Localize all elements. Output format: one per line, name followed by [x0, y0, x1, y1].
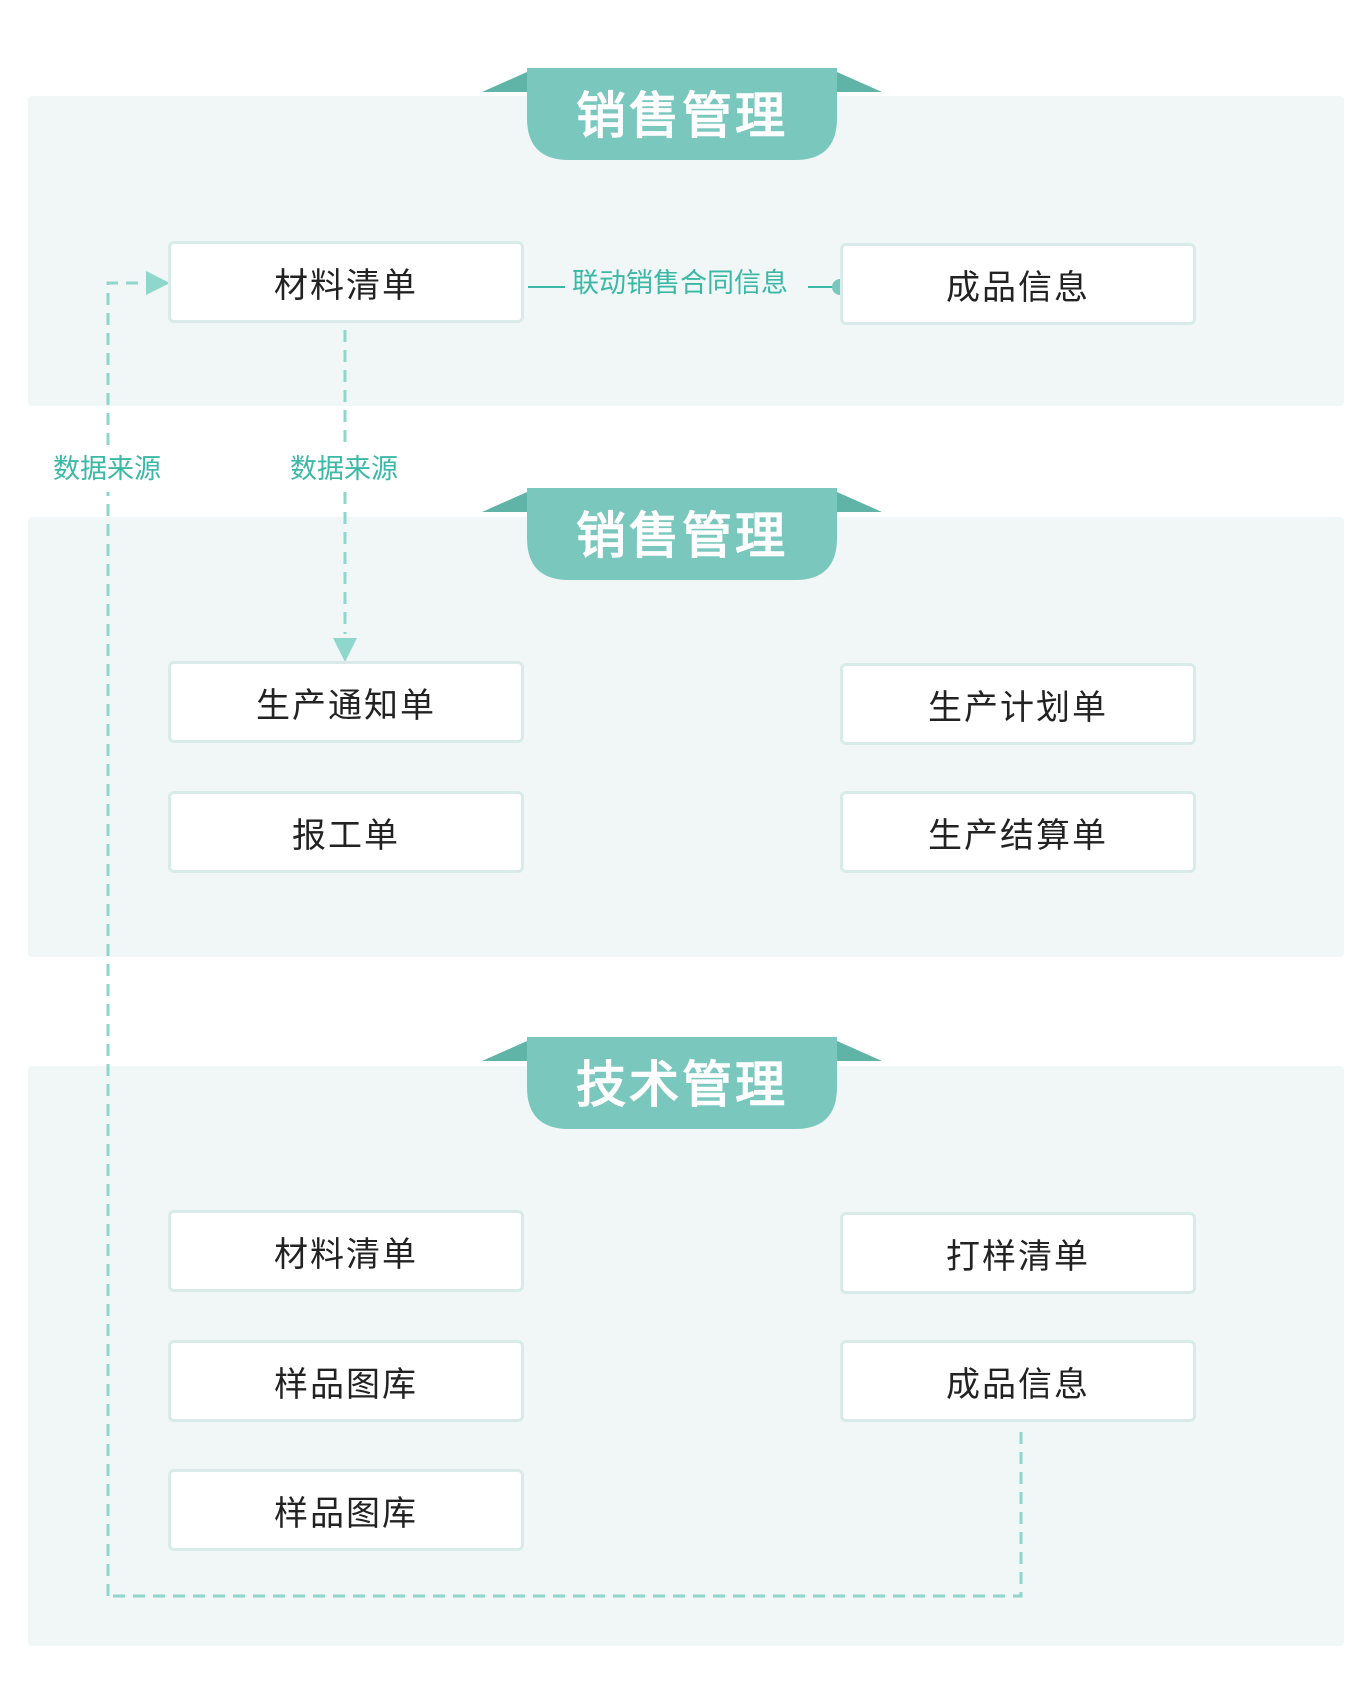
section-title: 技术管理 [576, 1056, 788, 1114]
section-banner-sales-middle: 销售管理 [482, 482, 882, 582]
box-sample-gallery[interactable]: 样品图库 [168, 1340, 524, 1422]
box-production-plan[interactable]: 生产计划单 [840, 663, 1196, 745]
arrowhead-down [333, 638, 357, 662]
section-banner-sales-top: 销售管理 [482, 62, 882, 162]
box-production-notice[interactable]: 生产通知单 [168, 661, 524, 743]
box-sample-list[interactable]: 打样清单 [840, 1212, 1196, 1294]
box-sample-gallery[interactable]: 样品图库 [168, 1469, 524, 1551]
link-label-data-source-left: 数据来源 [53, 454, 161, 485]
section-title: 销售管理 [576, 87, 788, 145]
box-product-info-tech[interactable]: 成品信息 [840, 1340, 1196, 1422]
section-title: 销售管理 [576, 507, 788, 565]
box-material-list-sales[interactable]: 材料清单 [168, 241, 524, 323]
box-production-settlement[interactable]: 生产结算单 [840, 791, 1196, 873]
box-work-report[interactable]: 报工单 [168, 791, 524, 873]
box-product-info-sales[interactable]: 成品信息 [840, 243, 1196, 325]
section-banner-tech: 技术管理 [482, 1031, 882, 1131]
link-label-linked-sales-contract: 联动销售合同信息 [572, 268, 788, 299]
box-material-list-tech[interactable]: 材料清单 [168, 1210, 524, 1292]
link-label-data-source-middle: 数据来源 [290, 454, 398, 485]
arrowhead-right [146, 271, 170, 295]
